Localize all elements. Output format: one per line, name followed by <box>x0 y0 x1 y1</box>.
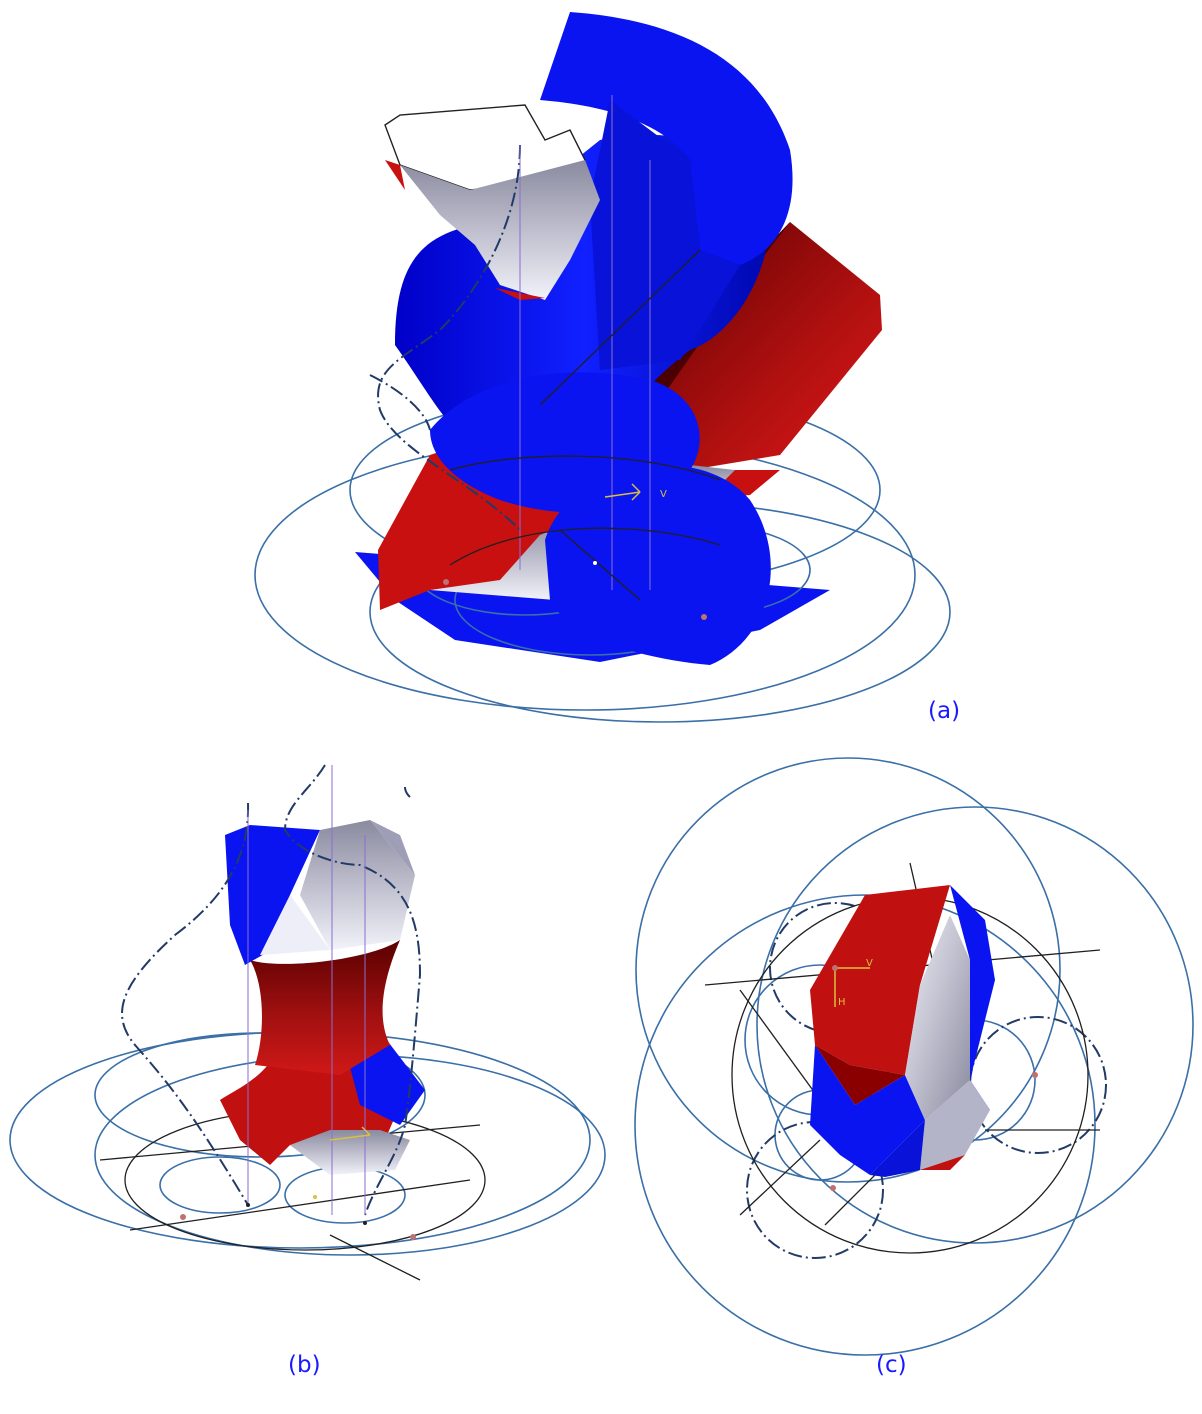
helix-curve <box>283 764 422 1216</box>
panel-c-drawing: V H <box>634 757 1194 1356</box>
grey-notch-left <box>430 520 575 600</box>
blue-lower-dome <box>545 465 771 665</box>
caption-b: (b) <box>288 1352 321 1378</box>
helix-curve <box>369 374 431 431</box>
dark-red-edge <box>815 1045 905 1105</box>
panel-c-top-view: V H <box>620 745 1202 1414</box>
origin-point <box>830 1185 836 1191</box>
construction-ellipse <box>94 1032 426 1158</box>
end-point <box>363 1221 367 1225</box>
red-fin-rear <box>640 222 882 470</box>
grey-top-pocket <box>400 160 600 300</box>
axis-label-h: H <box>838 997 846 1008</box>
grey-lower-notch <box>290 1130 410 1175</box>
vertical-axes <box>519 95 651 590</box>
grey-face-bottom <box>920 1080 990 1170</box>
blue-tower <box>540 12 793 265</box>
helix-guide-curves <box>369 144 521 531</box>
panel-b-twisted-column <box>0 745 620 1414</box>
edge-line <box>739 989 821 1101</box>
construction-circle <box>756 806 1194 1244</box>
blue-tower-front <box>590 100 740 370</box>
blue-face-bottom <box>810 1045 925 1175</box>
helix-circle <box>969 1016 1107 1154</box>
axis-marker <box>834 967 870 1007</box>
end-point <box>246 1203 250 1207</box>
edge-line <box>539 249 701 406</box>
blue-top-face <box>225 825 320 965</box>
panel-a-drawing: V <box>254 12 951 723</box>
panel-a-helical-solid: V <box>254 12 951 723</box>
red-face-bottom <box>920 1155 965 1170</box>
grey-top-right <box>370 820 415 875</box>
edge-line <box>129 1179 471 1231</box>
origin-point <box>180 1214 186 1220</box>
edge-line <box>559 529 641 601</box>
origin-point <box>1032 1072 1038 1078</box>
helix-curve <box>404 786 411 798</box>
origin-point <box>832 965 838 971</box>
caption-c: (c) <box>876 1352 907 1378</box>
construction-edges <box>449 249 721 601</box>
red-top-sliver <box>385 160 405 190</box>
blue-face-right <box>950 885 995 1125</box>
origin-point <box>701 614 707 620</box>
blue-face-lower <box>870 1120 925 1177</box>
edge-line <box>329 1234 421 1281</box>
red-face-left <box>810 885 950 1075</box>
axis-label-v: V <box>660 489 667 500</box>
edge-line <box>739 1139 821 1216</box>
construction-ellipse <box>284 1166 406 1224</box>
grey-top-face <box>300 820 415 950</box>
panel-b-drawing <box>9 764 606 1281</box>
red-waist <box>250 940 400 1075</box>
origin-point <box>593 561 597 565</box>
axis-marker <box>604 483 641 501</box>
helix-guide-curves <box>121 764 422 1216</box>
helix-curve <box>377 144 521 531</box>
edge-line <box>449 455 721 481</box>
origin-point <box>313 1195 317 1199</box>
caption-a: (a) <box>928 698 961 724</box>
helix-curve <box>121 802 250 1206</box>
blue-helix-lower-band <box>430 372 700 513</box>
edge-line <box>449 527 721 566</box>
grey-face-center <box>905 915 970 1120</box>
axis-marker <box>329 1126 371 1141</box>
axis-label-v: V <box>866 958 873 969</box>
origin-point <box>443 579 449 585</box>
construction-ellipse <box>159 1156 281 1214</box>
origin-point <box>410 1234 416 1240</box>
construction-circle <box>635 757 1061 1183</box>
white-top-face <box>260 895 330 955</box>
